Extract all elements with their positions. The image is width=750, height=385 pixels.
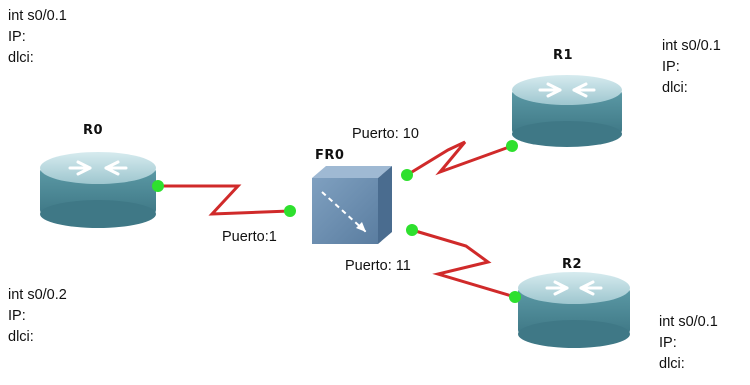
note-ip: IP: bbox=[8, 308, 26, 324]
port-dot-r1[interactable] bbox=[506, 140, 518, 152]
note-interface: int s0/0.2 bbox=[8, 287, 67, 303]
note-ip: IP: bbox=[662, 59, 680, 75]
port-dot-fr0-1[interactable] bbox=[284, 205, 296, 217]
link-r0-fr0[interactable] bbox=[158, 184, 291, 216]
port-dot-r0[interactable] bbox=[152, 180, 164, 192]
note-r2: int s0/0.1 IP: dlci: bbox=[659, 312, 718, 375]
note-dlci: dlci: bbox=[8, 329, 34, 345]
router-r1-icon[interactable] bbox=[512, 75, 622, 147]
note-ip: IP: bbox=[8, 29, 26, 45]
port-dot-fr0-11[interactable] bbox=[406, 224, 418, 236]
note-dlci: dlci: bbox=[662, 80, 688, 96]
note-interface: int s0/0.1 bbox=[8, 8, 67, 24]
device-name-r0: R0 bbox=[83, 123, 104, 138]
port-label-r1: Puerto: 10 bbox=[352, 126, 419, 142]
link-fr0-r1[interactable] bbox=[406, 140, 513, 177]
router-r0-icon[interactable] bbox=[40, 152, 156, 228]
note-r1: int s0/0.1 IP: dlci: bbox=[662, 36, 721, 99]
frame-relay-switch-fr0-icon[interactable] bbox=[312, 166, 392, 244]
note-interface: int s0/0.1 bbox=[659, 314, 718, 330]
note-r0-subinterface-1: int s0/0.1 IP: dlci: bbox=[8, 6, 67, 69]
device-name-fr0: FR0 bbox=[315, 148, 345, 163]
note-ip: IP: bbox=[659, 335, 677, 351]
note-dlci: dlci: bbox=[8, 50, 34, 66]
port-dot-fr0-10[interactable] bbox=[401, 169, 413, 181]
note-r0-subinterface-2: int s0/0.2 IP: dlci: bbox=[8, 285, 67, 348]
link-fr0-r2[interactable] bbox=[411, 228, 516, 299]
router-r2-icon[interactable] bbox=[518, 272, 630, 348]
note-interface: int s0/0.1 bbox=[662, 38, 721, 54]
device-name-r1: R1 bbox=[553, 48, 574, 63]
note-dlci: dlci: bbox=[659, 356, 685, 372]
port-label-r0: Puerto:1 bbox=[222, 229, 277, 245]
port-label-r2: Puerto: 11 bbox=[345, 258, 411, 274]
device-name-r2: R2 bbox=[562, 257, 583, 272]
port-dot-r2[interactable] bbox=[509, 291, 521, 303]
